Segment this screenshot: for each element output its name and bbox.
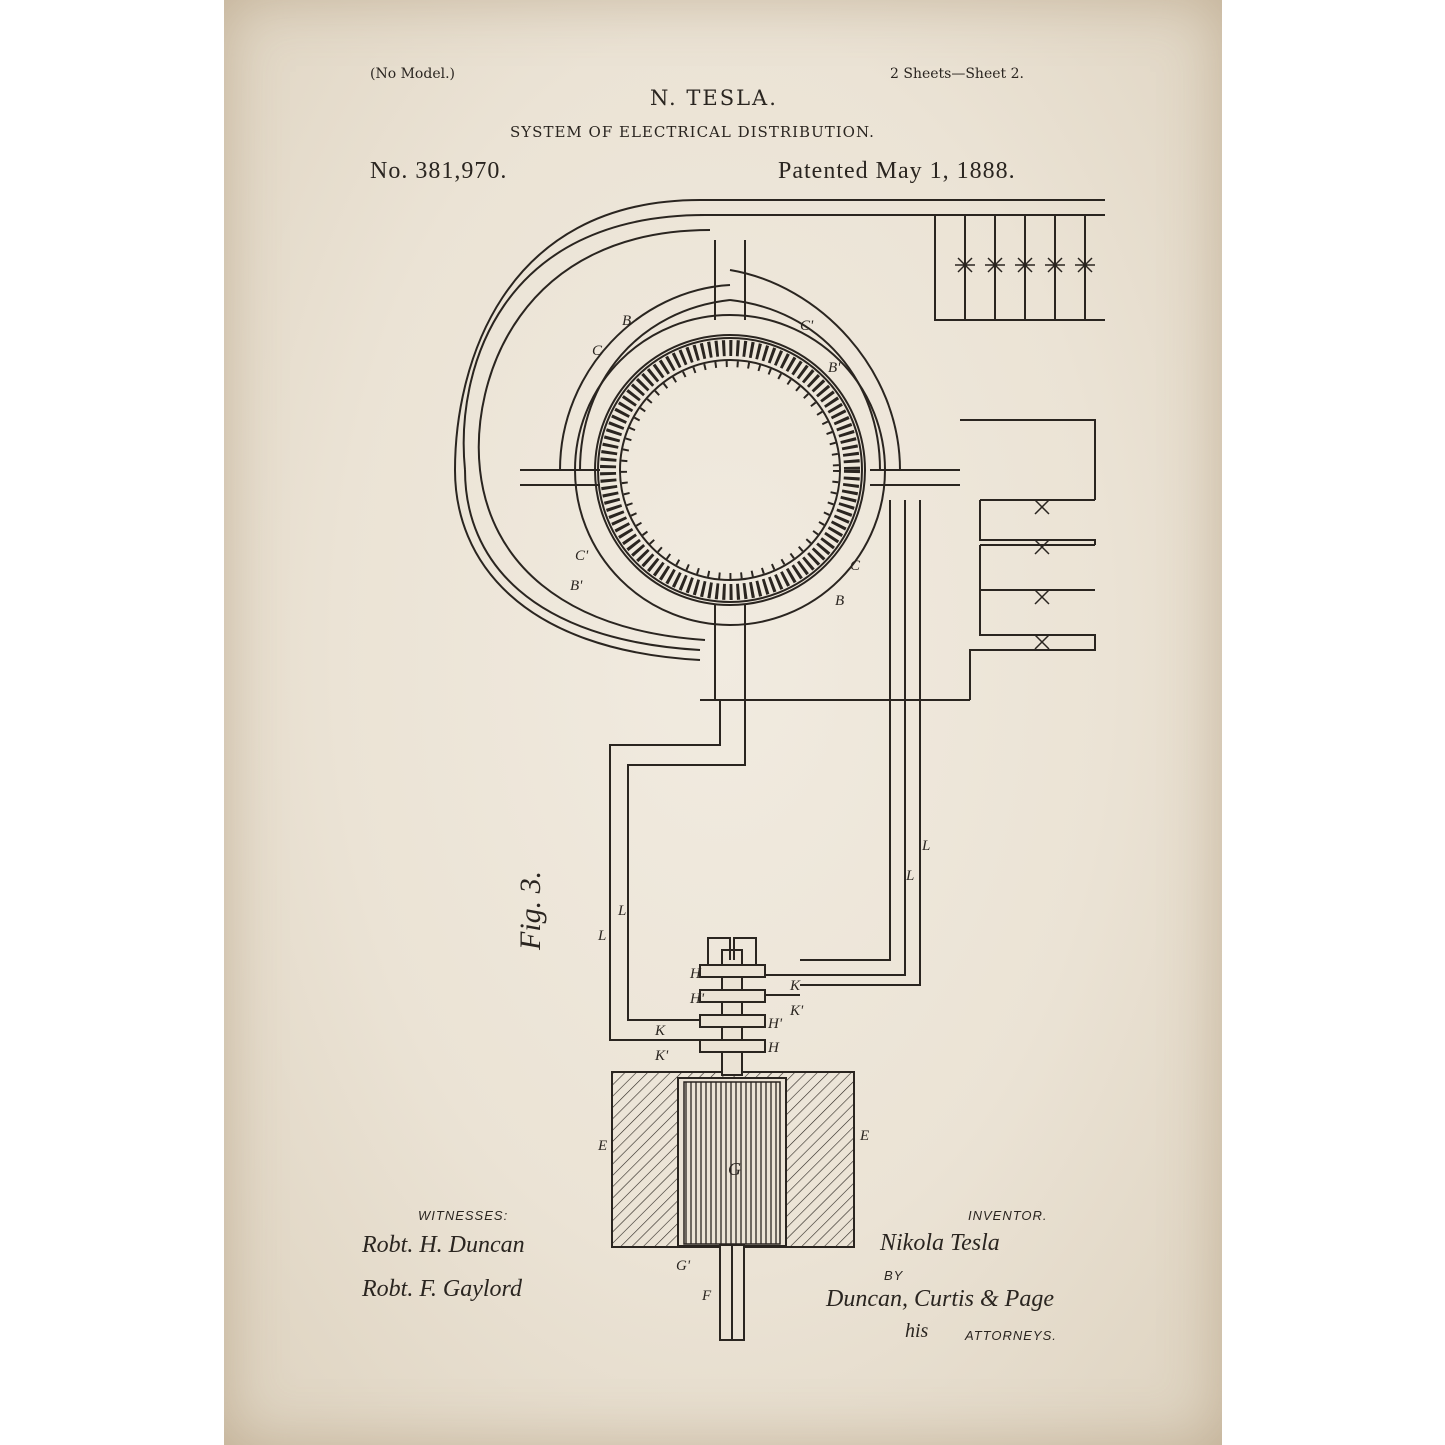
label-f: F xyxy=(701,1288,712,1304)
label-l1: L xyxy=(597,928,606,944)
witness-signature-2: Robt. F. Gaylord xyxy=(362,1276,522,1303)
inventor-label: INVENTOR. xyxy=(968,1208,1048,1223)
lamp-bank-top xyxy=(935,215,1105,320)
label-k4: K' xyxy=(789,1003,804,1019)
armature-ring xyxy=(598,338,862,602)
label-h1: H xyxy=(689,966,702,982)
label-l4: L xyxy=(921,838,930,854)
generator xyxy=(612,938,854,1340)
label-g: G xyxy=(728,1159,741,1179)
label-b-prime: B' xyxy=(828,360,841,376)
field-ring xyxy=(455,200,1105,700)
label-c: C xyxy=(592,343,603,359)
label-c-prime: C' xyxy=(800,318,814,334)
label-b: B xyxy=(622,313,631,329)
label-l2: L xyxy=(617,903,626,919)
label-e-right: E xyxy=(859,1128,869,1144)
label-k3: K xyxy=(789,978,801,994)
by-label: BY xyxy=(884,1268,903,1283)
figure-label: Fig. 3. xyxy=(514,871,547,951)
witnesses-label: WITNESSES: xyxy=(418,1208,508,1223)
label-h4: H' xyxy=(767,1016,783,1032)
label-h2: H' xyxy=(689,991,705,1007)
label-g-prime: G' xyxy=(676,1258,691,1274)
inventor-signature: Nikola Tesla xyxy=(880,1230,1000,1257)
his-label: his xyxy=(905,1320,928,1343)
label-b-prime-lower: B' xyxy=(570,578,583,594)
lamp-bank-right xyxy=(960,420,1095,700)
attorneys-label: ATTORNEYS. xyxy=(965,1328,1057,1343)
label-k2: K' xyxy=(654,1048,669,1064)
witness-signature-1: Robt. H. Duncan xyxy=(362,1232,525,1259)
line-conductors xyxy=(610,500,970,1040)
label-h3: H xyxy=(767,1040,780,1056)
label-b-lower: B xyxy=(835,593,844,609)
label-c-prime-lower: C' xyxy=(575,548,589,564)
label-e-left: E xyxy=(597,1138,607,1154)
label-l3: L xyxy=(905,868,914,884)
label-c-lower: C xyxy=(850,558,861,574)
label-k1: K xyxy=(654,1023,666,1039)
attorneys-signature: Duncan, Curtis & Page xyxy=(826,1286,1054,1313)
